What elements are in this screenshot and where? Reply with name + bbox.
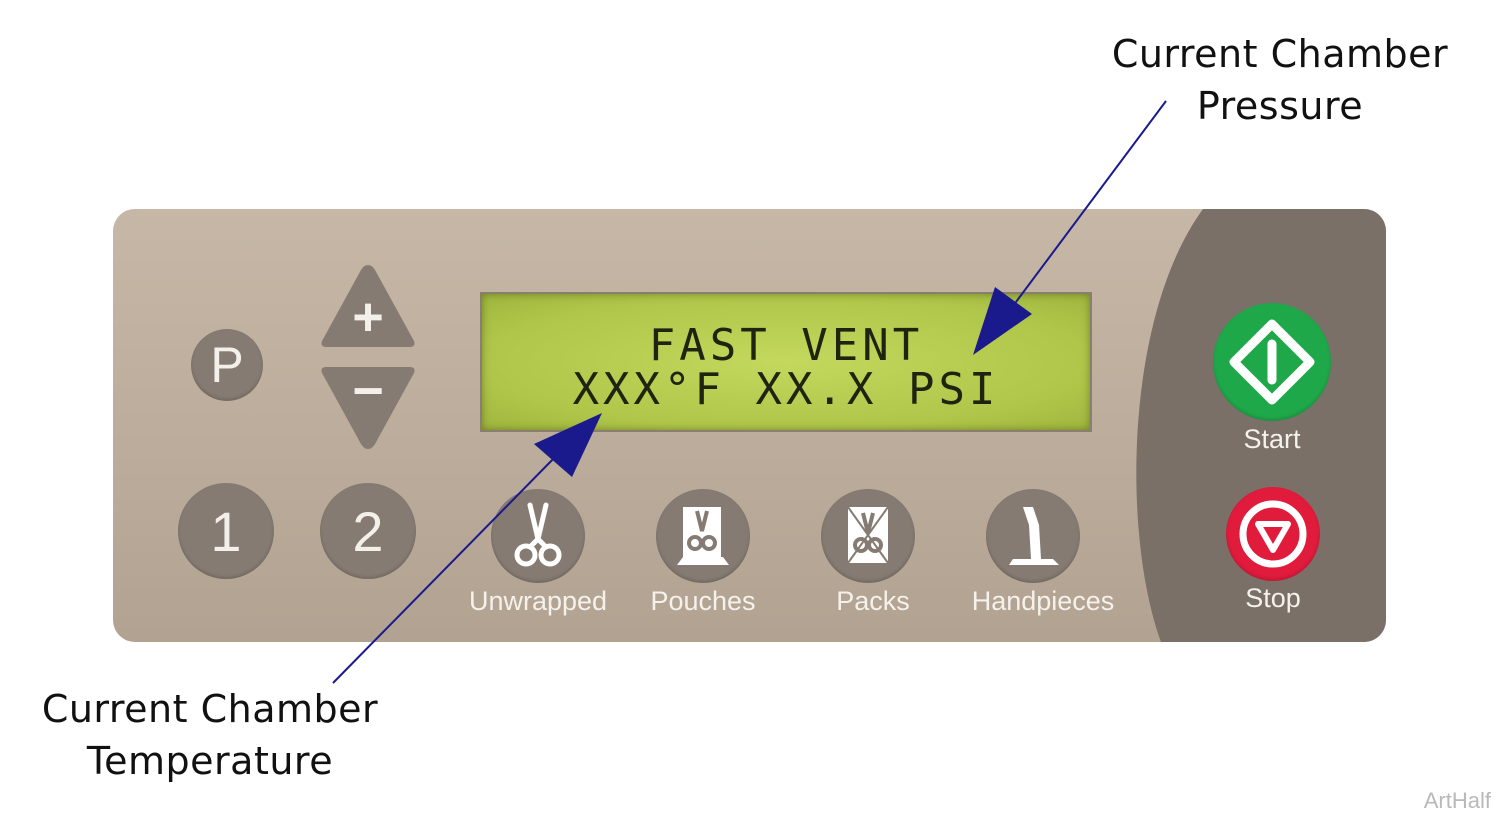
callout-pressure-line1: Current Chamber	[1111, 32, 1449, 76]
stop-label: Stop	[1245, 583, 1301, 613]
callout-current-chamber-temperature: Current Chamber Temperature	[30, 683, 390, 787]
unwrapped-label: Unwrapped	[468, 586, 608, 616]
plus-button-label: +	[352, 287, 384, 347]
program-button-label: P	[210, 337, 244, 393]
handpieces-label: Handpieces	[971, 586, 1115, 616]
pouch-icon	[677, 507, 729, 565]
lcd-display: FAST VENT XXX°F XX.X PSI	[480, 292, 1092, 432]
minus-button[interactable]: −	[321, 361, 415, 449]
start-button[interactable]	[1213, 303, 1331, 421]
stop-icon	[1239, 500, 1307, 568]
start-label: Start	[1243, 424, 1301, 454]
start-icon	[1229, 319, 1315, 405]
pack-icon	[847, 506, 889, 564]
cycle-1-button-label: 1	[210, 499, 242, 563]
arrow-keys: + −	[321, 265, 415, 449]
pouches-button[interactable]	[656, 489, 750, 583]
unwrapped-button[interactable]	[491, 489, 585, 583]
packs-label: Packs	[836, 586, 910, 616]
callout-temperature-line1: Current Chamber	[41, 687, 379, 731]
pouches-label: Pouches	[650, 586, 756, 616]
lcd-readout-text: XXX°F XX.X PSI	[572, 364, 1000, 415]
program-button[interactable]: P	[191, 329, 263, 401]
panel-start-stop-region	[1136, 209, 1386, 642]
callout-current-chamber-pressure: Current Chamber Pressure	[1100, 28, 1460, 132]
stop-button[interactable]	[1226, 487, 1320, 581]
callout-pressure-line2: Pressure	[1196, 84, 1364, 128]
scissors-icon	[514, 502, 562, 567]
cycle-1-button[interactable]: 1	[178, 483, 274, 579]
cycle-2-button-label: 2	[352, 499, 384, 563]
cycle-2-button[interactable]: 2	[320, 483, 416, 579]
handpieces-button[interactable]	[986, 489, 1080, 583]
plus-button[interactable]: +	[321, 265, 415, 347]
control-panel: P + − 1 2 FAST VENT XXX°F XX.X PSI Unwra…	[113, 209, 1386, 642]
lcd-status-text: FAST VENT	[648, 320, 924, 371]
watermark: ArtHalf	[1423, 788, 1491, 813]
minus-button-label: −	[352, 361, 384, 421]
handpiece-icon	[1009, 507, 1059, 565]
packs-button[interactable]	[821, 489, 915, 583]
callout-temperature-line2: Temperature	[86, 739, 334, 783]
